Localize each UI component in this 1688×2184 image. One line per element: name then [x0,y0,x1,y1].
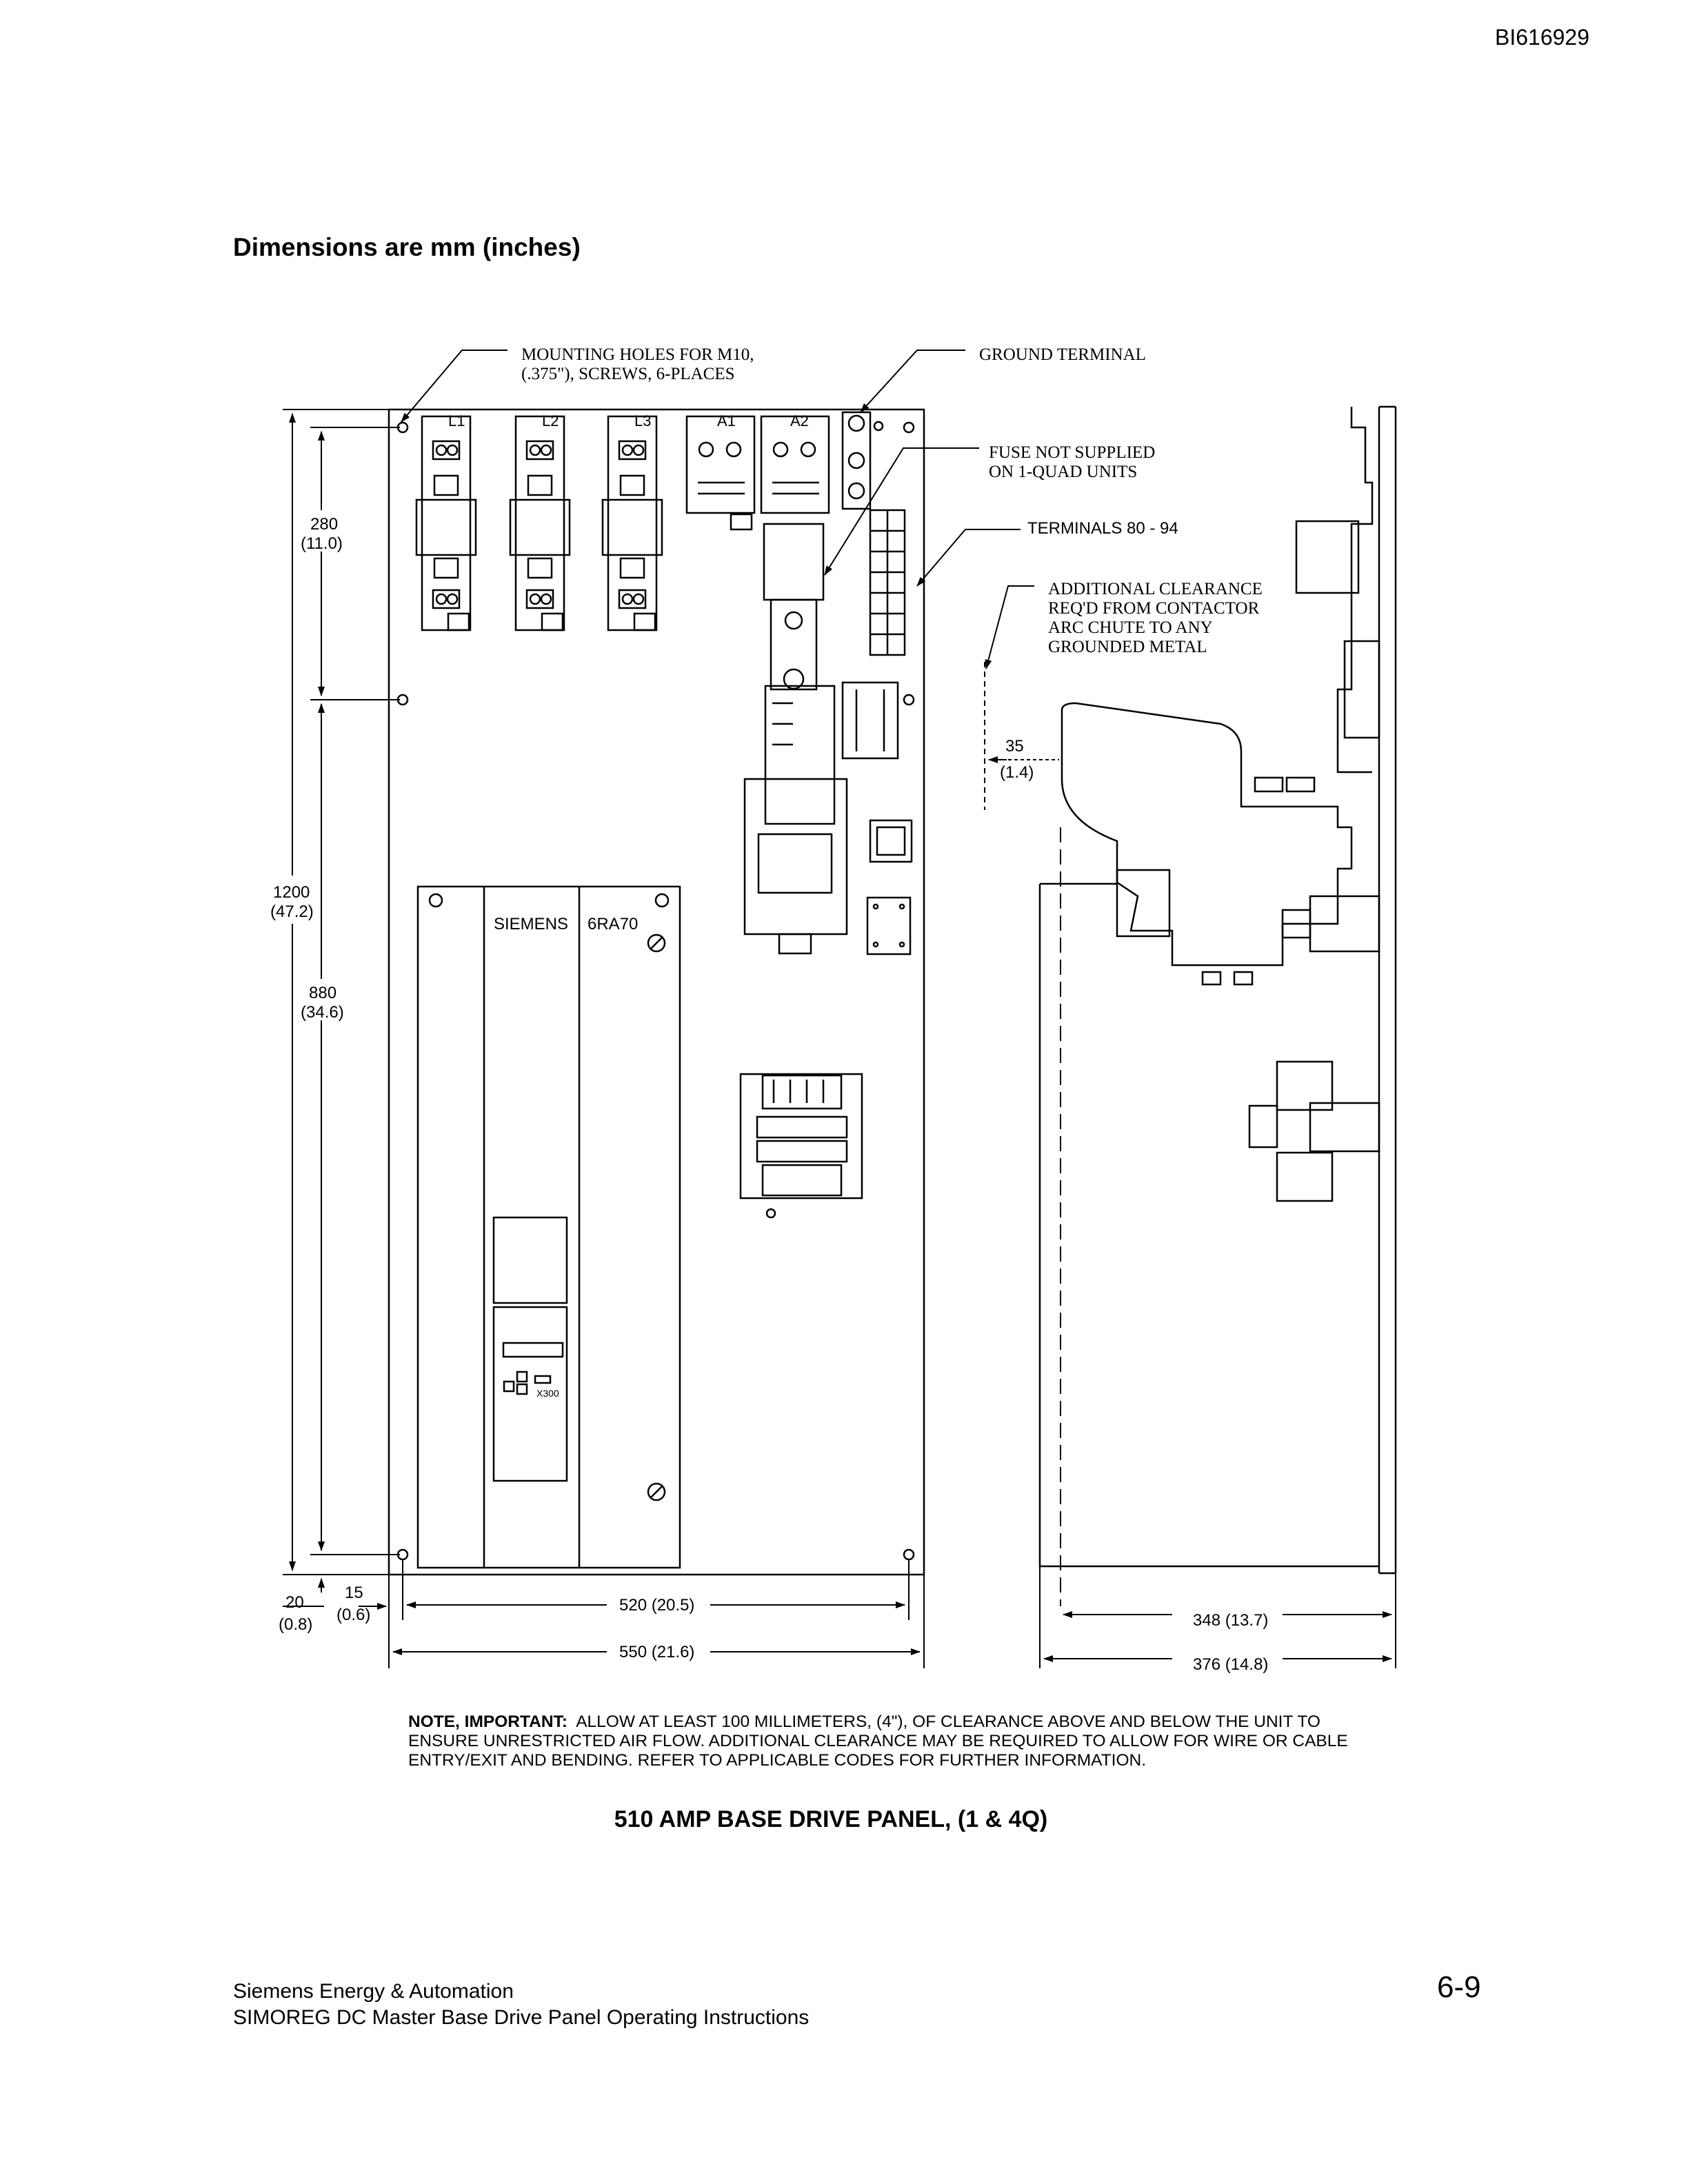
dim-15: 15 [345,1584,363,1602]
line-fuse-assemblies [415,415,663,631]
callout-ground-terminal: GROUND TERMINAL [979,345,1146,364]
callout-clearance-4: GROUNDED METAL [1048,638,1207,656]
figure-caption: 510 AMP BASE DRIVE PANEL, (1 & 4Q) [614,1806,1048,1832]
dim-35-inches: (1.4) [1000,763,1034,782]
footer-company: Siemens Energy & Automation [233,1980,514,2003]
terminal-label-a1: A1 [717,412,736,429]
front-panel-outline [388,408,925,1576]
contactor [739,1073,863,1200]
dim-280: 280 [310,515,338,534]
dim-1200-inches: (47.2) [270,902,314,921]
terminal-label-a2: A2 [790,412,809,429]
footer-document: SIMOREG DC Master Base Drive Panel Opera… [233,2006,810,2029]
terminal-label-l2: L2 [542,412,559,429]
callout-fuse-2: ON 1-QUAD UNITS [989,463,1137,481]
page-number: 6-9 [1437,1970,1481,2004]
terminal-strip-80-94 [869,509,906,656]
dim-376: 376 (14.8) [1193,1655,1268,1674]
note-lead: NOTE, IMPORTANT: [408,1712,567,1731]
dim-880: 880 [309,984,336,1002]
note-text: ALLOW AT LEAST 100 MILLIMETERS, (4"), OF… [408,1712,1348,1770]
dim-1200: 1200 [273,883,310,902]
important-note: NOTE, IMPORTANT: ALLOW AT LEAST 100 MILL… [408,1712,1387,1770]
callout-terminals: TERMINALS 80 - 94 [1027,519,1178,538]
dim-550: 550 (21.6) [619,1643,694,1661]
armature-fuse [743,523,848,955]
unit-port-label: X300 [536,1388,559,1399]
ground-terminal [841,411,884,510]
callout-clearance-1: ADDITIONAL CLEARANCE [1048,580,1263,598]
callout-mounting-holes-1: MOUNTING HOLES FOR M10, [521,345,754,364]
dim-35: 35 [1005,737,1024,756]
terminal-label-l1: L1 [448,412,465,429]
callout-mounting-holes-2: (.375"), SCREWS, 6-PLACES [521,365,735,383]
callout-clearance-2: REQ'D FROM CONTACTOR [1048,599,1260,618]
callout-clearance-3: ARC CHUTE TO ANY [1048,618,1213,637]
dim-520: 520 (20.5) [619,1596,694,1615]
control-components [841,681,913,956]
dimensions-title: Dimensions are mm (inches) [233,233,581,261]
unit-brand: SIEMENS [494,915,568,933]
dim-20-inches: (0.8) [279,1615,312,1634]
terminal-label-l3: L3 [634,412,651,429]
dim-880-inches: (34.6) [301,1003,344,1022]
dim-280-inches: (11.0) [301,534,343,553]
callout-fuse-1: FUSE NOT SUPPLIED [989,443,1155,462]
dim-20: 20 [285,1593,304,1612]
armature-terminals [685,415,830,531]
unit-model: 6RA70 [587,915,638,933]
simoreg-unit [416,885,681,1569]
dim-348: 348 (13.7) [1193,1611,1268,1630]
document-id: BI616929 [1495,25,1590,50]
dim-15-inches: (0.6) [336,1606,370,1624]
